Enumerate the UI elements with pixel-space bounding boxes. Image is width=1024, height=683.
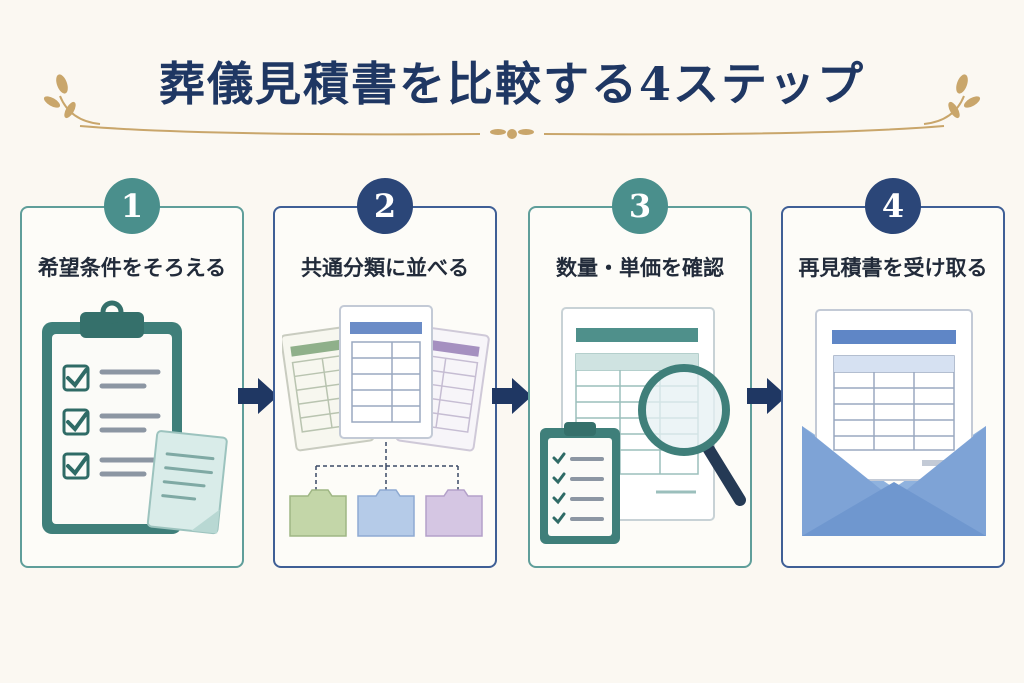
step-number-badge-3: 3: [612, 178, 668, 234]
step-label-2: 共通分類に並べる: [301, 256, 469, 280]
magnifier-icon: [638, 364, 746, 506]
step-label-1: 希望条件をそろえる: [37, 256, 227, 280]
step-number-badge-4: 4: [865, 178, 921, 234]
magnifier-inspection-icon: [540, 307, 746, 544]
page-title: 葬儀見積書を比較する4ステップ: [158, 57, 865, 111]
document-comparison-icon: [282, 305, 490, 537]
arrow-right-icon: [747, 378, 787, 414]
clipboard-checklist-icon: [42, 300, 228, 535]
envelope-icon: [802, 309, 986, 536]
folder-icon: [289, 489, 483, 537]
arrow-right-icon: [492, 378, 532, 414]
step-label-3: 数量・単価を確認: [556, 256, 724, 280]
small-clipboard-icon: [540, 422, 620, 544]
step-number-badge-1: 1: [104, 178, 160, 234]
title-ornament: [43, 74, 981, 139]
step-number-badge-2: 2: [357, 178, 413, 234]
arrow-right-icon: [238, 378, 278, 414]
step-label-4: 再見積書を受け取る: [798, 256, 988, 280]
